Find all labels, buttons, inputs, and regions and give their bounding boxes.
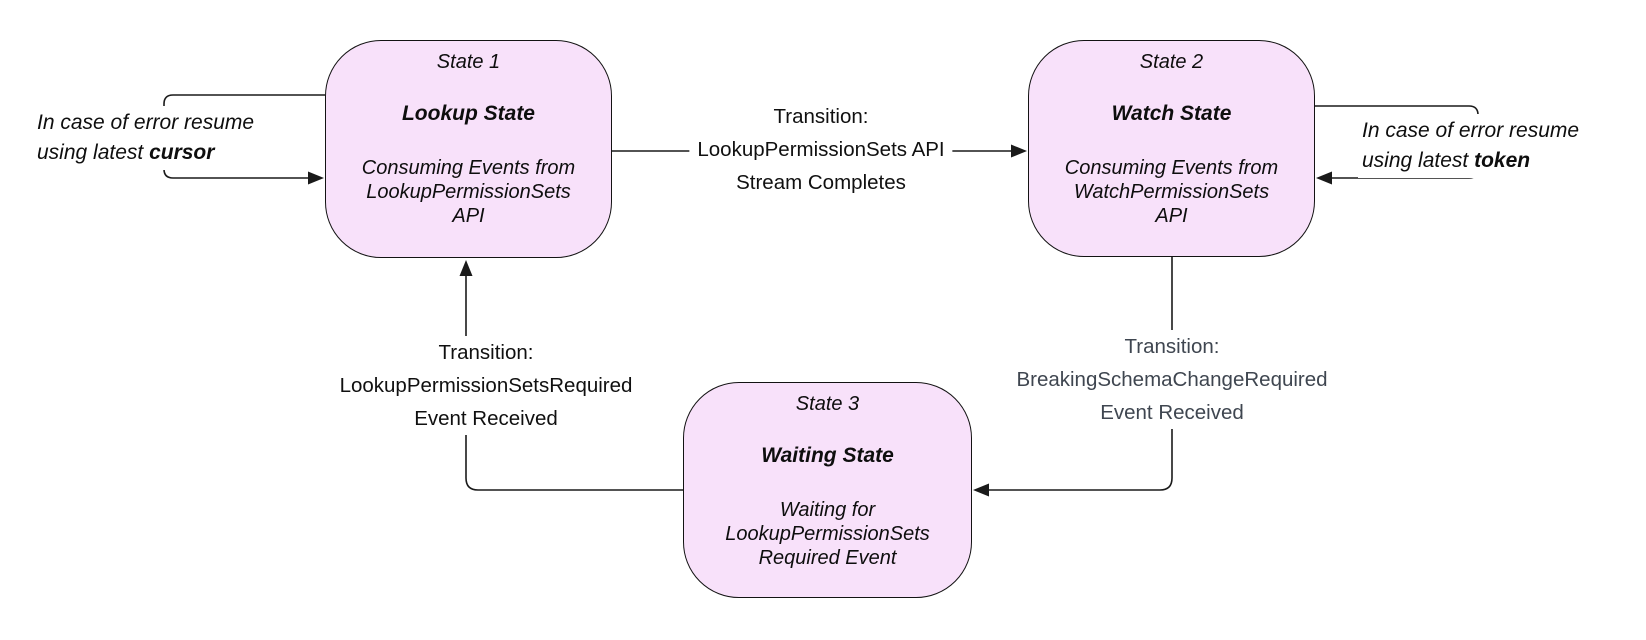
- transition-label-lookup-required: Transition: LookupPermissionSetsRequired…: [331, 336, 641, 435]
- state-description: Consuming Events from WatchPermissionSet…: [1064, 157, 1279, 227]
- state-name: Lookup State: [401, 102, 535, 125]
- error-note-token-text: In case of error resume using latest: [1362, 119, 1580, 172]
- state-description: Consuming Events from LookupPermissionSe…: [361, 157, 576, 227]
- error-note-cursor: In case of error resume using latest cur…: [33, 106, 259, 170]
- error-note-cursor-text: In case of error resume using latest: [37, 111, 255, 164]
- arrowhead-into-state1: [459, 260, 473, 276]
- state-name: Waiting State: [761, 444, 894, 467]
- arrow-watch-to-waiting: [989, 256, 1173, 491]
- state-number: State 1: [436, 51, 501, 73]
- transition-label-breaking-schema-change: Transition: BreakingSchemaChangeRequired…: [1008, 330, 1336, 429]
- state-description: Waiting for LookupPermissionSets Require…: [725, 499, 930, 569]
- arrowhead-loop-state2: [1316, 171, 1332, 185]
- state-box-waiting[interactable]: State 3 Waiting State Waiting for Lookup…: [683, 382, 972, 598]
- transition-label-stream-completes: Transition: LookupPermissionSets API Str…: [689, 100, 953, 199]
- error-note-token: In case of error resume using latest tok…: [1358, 114, 1584, 178]
- state-box-watch[interactable]: State 2 Watch State Consuming Events fro…: [1028, 40, 1315, 257]
- error-note-cursor-bold: cursor: [149, 141, 215, 164]
- arrow-waiting-to-lookup: [465, 276, 683, 491]
- state-name: Watch State: [1111, 102, 1232, 125]
- arrowhead-loop-state1: [308, 171, 324, 185]
- state-number: State 2: [1139, 51, 1204, 73]
- state-number: State 3: [795, 393, 860, 415]
- error-note-token-bold: token: [1474, 149, 1531, 172]
- arrowhead-into-state3: [973, 483, 989, 497]
- arrowhead-into-state2: [1011, 144, 1027, 158]
- state-box-lookup[interactable]: State 1 Lookup State Consuming Events fr…: [325, 40, 612, 258]
